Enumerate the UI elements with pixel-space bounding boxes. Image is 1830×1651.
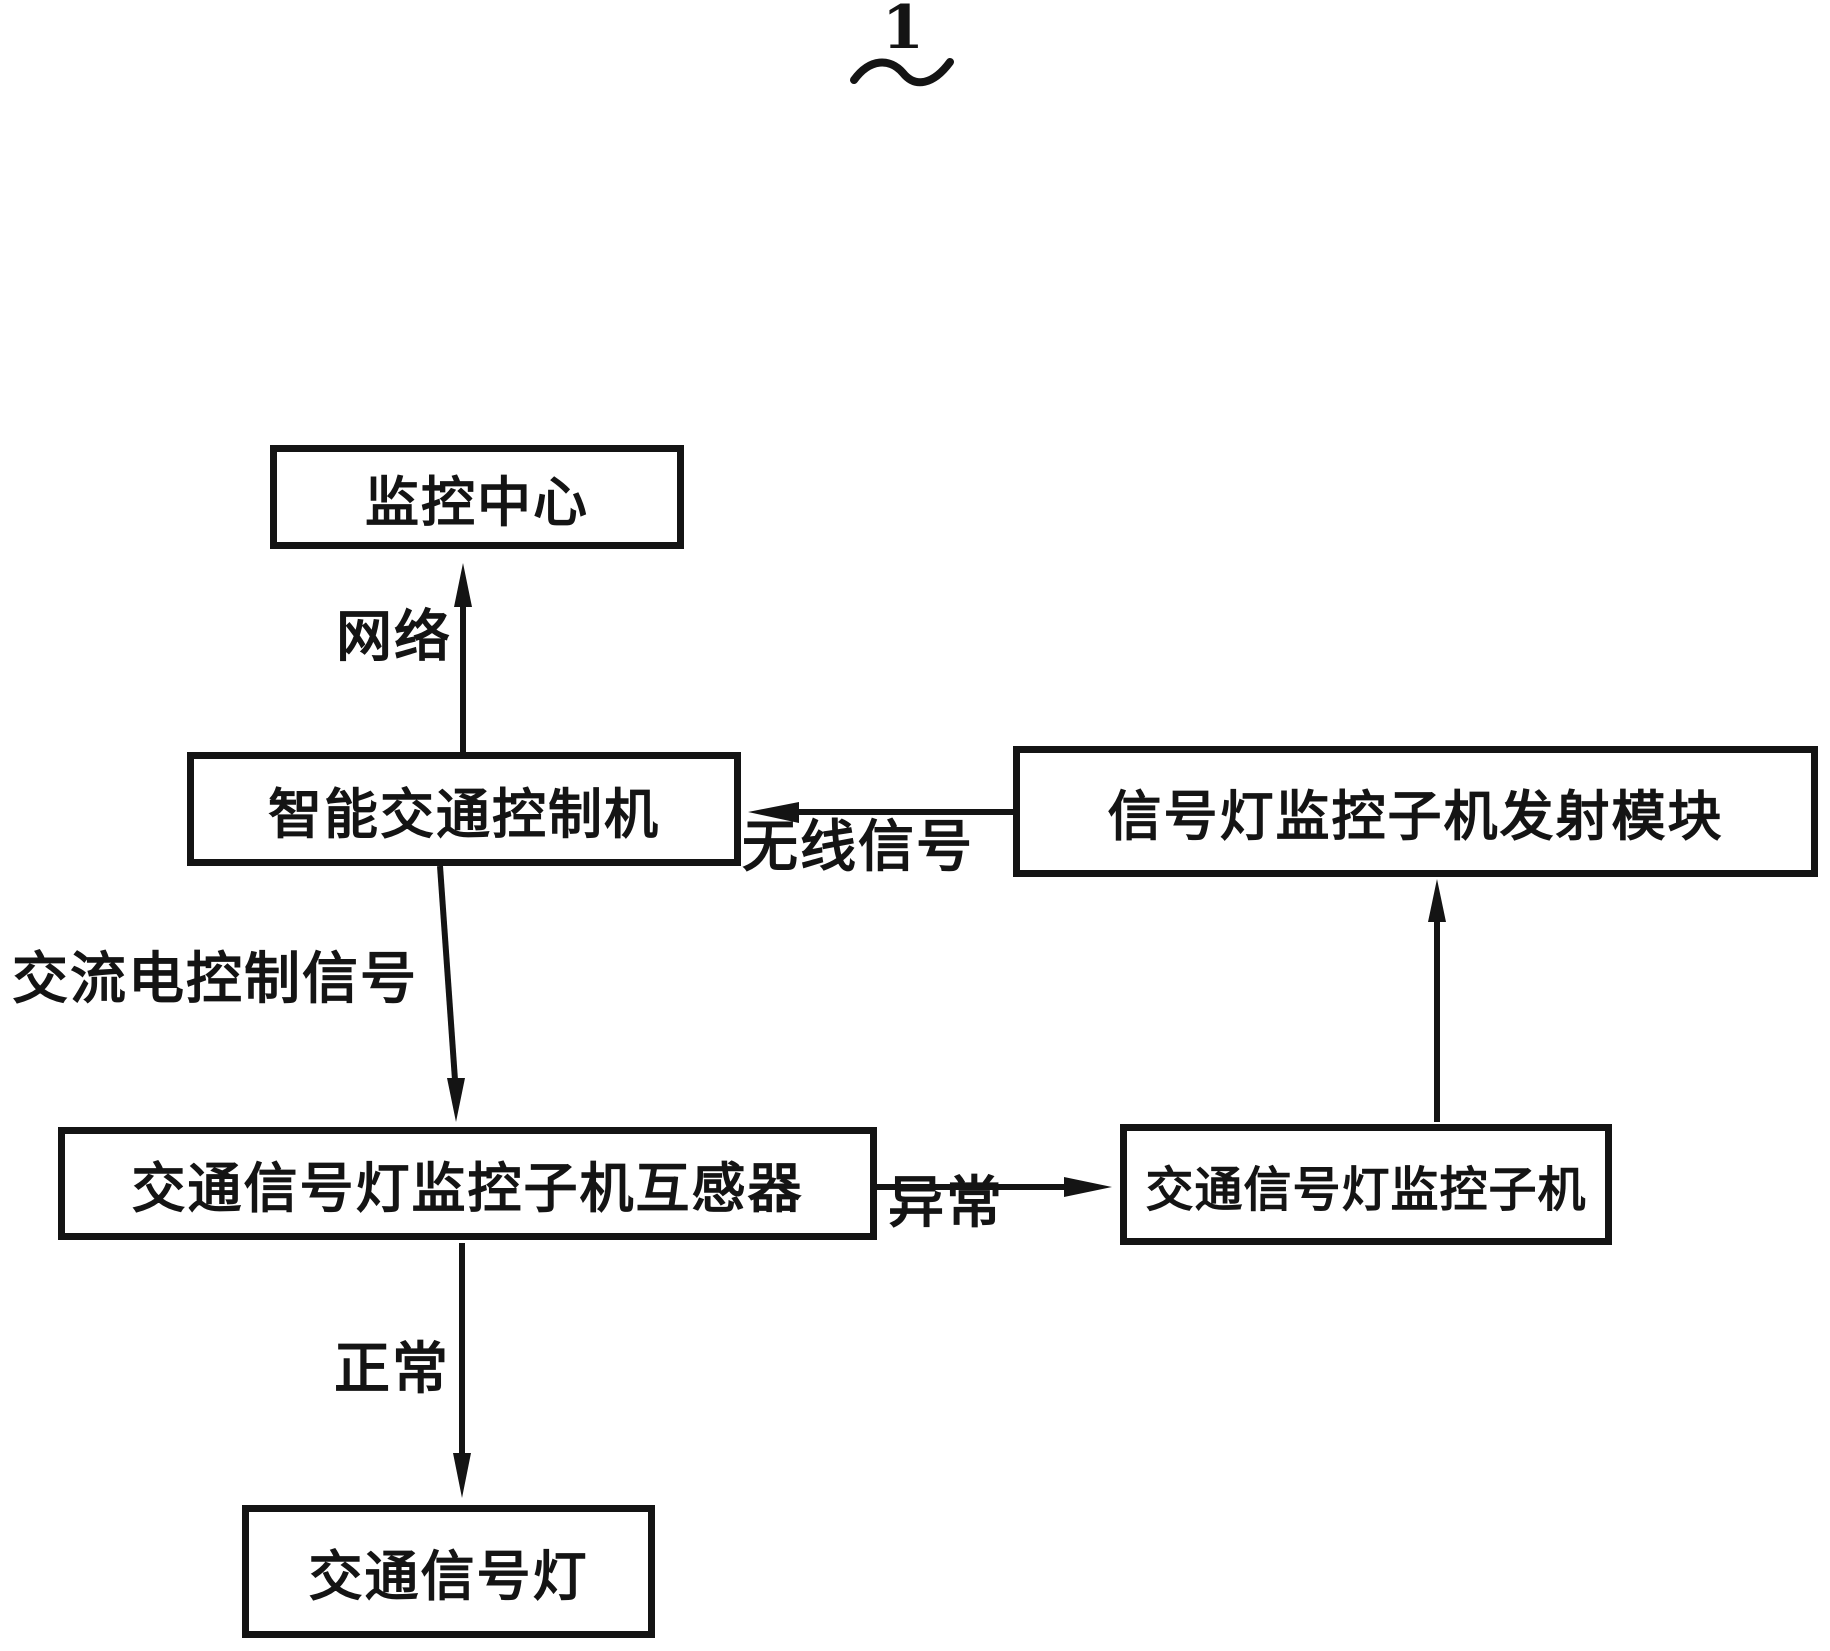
edge-submachine-to-transmit-module-arrowhead-up-icon: [1428, 879, 1446, 922]
node-signal-lamp-monitor-submachine-transmit-module: 信号灯监控子机发射模块: [1013, 746, 1818, 877]
node-traffic-signal-monitor-submachine-transformer: 交通信号灯监控子机互感器: [58, 1127, 877, 1240]
edge-ac-control-signal-arrowhead-down-icon: [447, 1078, 465, 1122]
node-traffic-signal-lamp-label: 交通信号灯: [308, 1547, 589, 1607]
edge-label-ac-control-signal: 交流电控制信号: [12, 947, 418, 1010]
edge-label-network: 网络: [336, 605, 452, 668]
node-intelligent-traffic-controller-label: 智能交通控制机: [268, 784, 660, 845]
node-traffic-signal-monitor-submachine: 交通信号灯监控子机: [1120, 1124, 1612, 1245]
edge-wireless-signal-arrowhead-left-icon: [748, 802, 799, 823]
edge-normal-arrowhead-down-icon: [453, 1453, 471, 1498]
edge-abnormal-arrowhead-right-icon: [1064, 1177, 1112, 1197]
node-monitoring-center-label: 监控中心: [365, 472, 589, 533]
edge-ac-control-signal-line: [437, 865, 458, 1081]
figure-underline-wave-icon: [850, 58, 954, 87]
edge-label-normal: 正常: [334, 1337, 450, 1400]
node-traffic-signal-monitor-submachine-label: 交通信号灯监控子机: [1145, 1163, 1587, 1217]
node-monitoring-center: 监控中心: [270, 445, 684, 549]
edge-label-wireless-signal: 无线信号: [742, 815, 974, 878]
node-traffic-signal-lamp: 交通信号灯: [242, 1505, 655, 1638]
figure-number: 1: [882, 0, 924, 63]
node-intelligent-traffic-controller: 智能交通控制机: [187, 752, 741, 866]
node-signal-lamp-monitor-submachine-transmit-module-label: 信号灯监控子机发射模块: [1107, 787, 1724, 847]
node-traffic-signal-monitor-submachine-transformer-label: 交通信号灯监控子机互感器: [131, 1159, 804, 1219]
edge-network-arrowhead-up-icon: [454, 563, 472, 607]
edge-label-abnormal: 异常: [888, 1171, 1004, 1234]
